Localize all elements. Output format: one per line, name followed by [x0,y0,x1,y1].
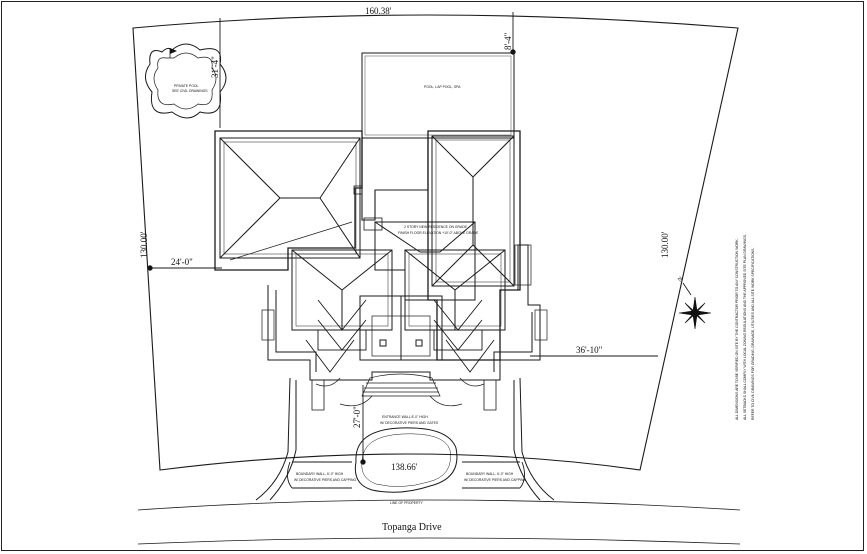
terrace-piers [311,380,497,411]
side-note-2: ALL SETBACKS SHALL COMPLY WITH LOCAL ZON… [743,234,747,420]
stair-block [363,217,383,231]
lap-pool-edge [364,55,512,136]
note-boundary-right-1: BOUNDARY WALL, 6'-0" HIGH [466,472,514,476]
pool [145,43,227,119]
side-note-1: ALL DIMENSIONS ARE TO BE VERIFIED ON SIT… [735,238,739,420]
circular-drive [354,427,458,493]
dim-side-setback: 24'-0" [171,257,193,267]
side-note-3: REFER TO CIVIL DRAWINGS FOR GRADING, DRA… [751,248,755,420]
front-boundary-walls [287,461,525,489]
dim-right-side: 130.00' [660,231,670,258]
driveway [255,377,555,501]
note-house-2: FINISH FLOOR ELEVATION +10'-0" ABOVE GRA… [398,231,479,235]
property-boundary [132,14,739,471]
dim-left-side: 130.00' [139,231,149,258]
north-label: N [677,276,685,284]
dim-front-right: 36'-10" [576,345,603,355]
street-line [137,537,741,545]
note-lap-pool: POOL, LAP POOL, SPA [424,85,461,89]
leader-line [229,221,353,261]
dim-bottom: 138.66' [391,462,418,472]
lap-pool-area [361,52,515,139]
dim-dot [360,459,366,465]
note-entry-1: ENTRANCE WALL 8'-0" HIGH [382,415,428,419]
note-boundary-left-1: BOUNDARY WALL, 6'-0" HIGH [296,472,344,476]
house-footprint [214,130,363,271]
roof-front-left [291,249,393,331]
note-pool-2: SEE CIVIL DRAWINGS [172,89,208,93]
front-steps [315,373,485,407]
north-arrow-icon [678,282,712,330]
dim-top-offset: 8'-4" [503,32,513,50]
entry-portico [359,295,443,361]
dim-front: 27'-0" [352,406,362,428]
roof-left-wing [219,137,361,259]
note-entry-2: W/ DECORATIVE PIERS AND GATES [380,421,439,425]
dim-pool-offset: 31'-4" [210,56,220,78]
roof-right-wing [431,135,515,287]
note-boundary-left-2: W/ DECORATIVE PIERS AND CAPPING [294,478,356,482]
roof-front-gables [305,299,495,373]
street-name: Topanga Drive [382,522,442,533]
terrace [261,244,548,381]
property-line [137,499,741,511]
note-house-1: 2 STORY NEW RESIDENCE ON GRADE [404,225,468,229]
note-property-line: LINE OF PROPERTY [390,501,423,505]
chimney [353,185,363,195]
note-boundary-right-2: W/ DECORATIVE PIERS AND CAPPING [464,478,526,482]
house-center-block [361,137,429,221]
dim-dot [147,265,153,271]
roof-front-right [404,249,506,331]
dim-top: 160.38' [365,6,392,16]
note-pool-1: PRIVATE POOL [174,84,198,88]
